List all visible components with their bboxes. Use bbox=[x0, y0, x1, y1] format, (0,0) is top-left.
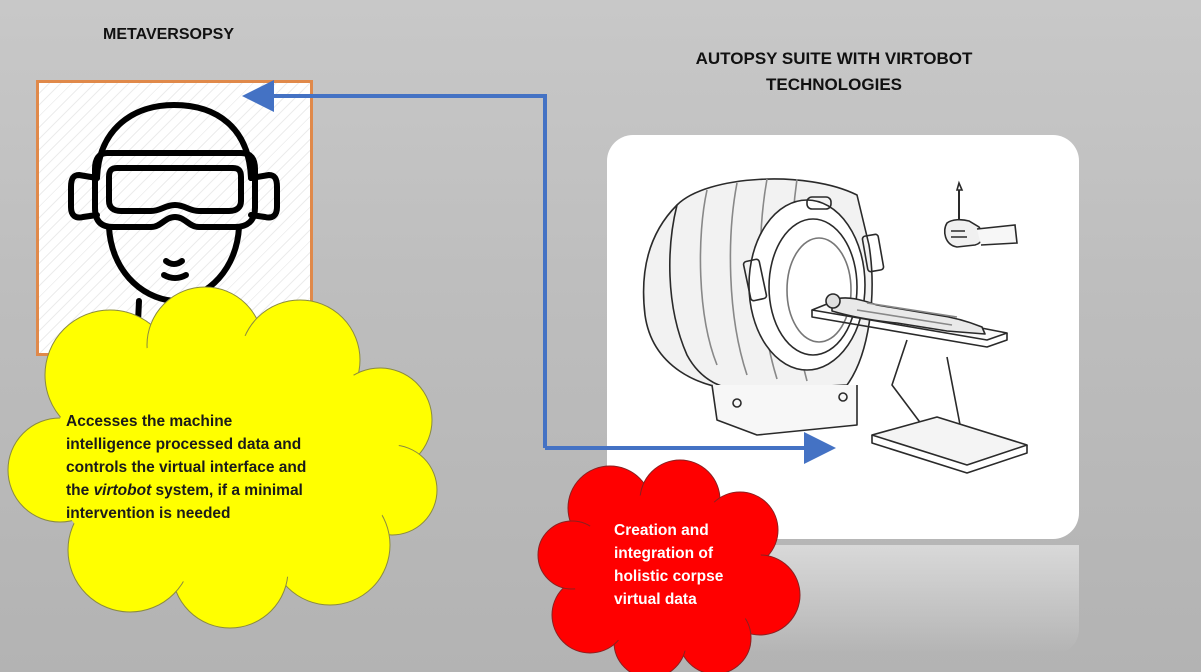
yellow-cloud-line4-after: system, if a minimal bbox=[151, 482, 303, 499]
red-cloud-text: Creation and integration of holistic cor… bbox=[614, 519, 734, 611]
yellow-cloud-text: Accesses the machine intelligence proces… bbox=[66, 410, 384, 525]
autopsy-suite-title: AUTOPSY SUITE WITH VIRTOBOT TECHNOLOGIES bbox=[648, 46, 1020, 97]
yellow-cloud-line: intelligence processed data and bbox=[66, 436, 302, 453]
yellow-cloud-line4-before: the bbox=[66, 482, 94, 499]
robotic-scalpel-arm-icon bbox=[943, 180, 1018, 248]
red-cloud-line: Creation and bbox=[614, 522, 709, 539]
red-cloud-line: holistic corpse bbox=[614, 568, 724, 585]
vr-headset-user-icon bbox=[68, 102, 280, 346]
yellow-cloud-line: Accesses the machine bbox=[66, 413, 233, 430]
virtobot-term: virtobot bbox=[93, 482, 152, 499]
metaverse-user-panel bbox=[36, 80, 313, 356]
data-flow-arrow bbox=[242, 80, 547, 448]
red-cloud-line: integration of bbox=[614, 545, 714, 562]
autopsy-suite-title-line1: AUTOPSY SUITE WITH VIRTOBOT bbox=[695, 49, 973, 68]
metaversopsy-title: METAVERSOPSY bbox=[103, 26, 234, 43]
autopsy-suite-title-line2: TECHNOLOGIES bbox=[765, 74, 902, 94]
yellow-cloud-line: intervention is needed bbox=[66, 505, 231, 522]
ct-scanner-icon bbox=[642, 178, 1028, 474]
yellow-cloud-line: the virtobot system, if a minimal bbox=[66, 479, 384, 502]
red-cloud-line: virtual data bbox=[614, 591, 697, 608]
yellow-cloud-line: controls the virtual interface and bbox=[66, 459, 307, 476]
